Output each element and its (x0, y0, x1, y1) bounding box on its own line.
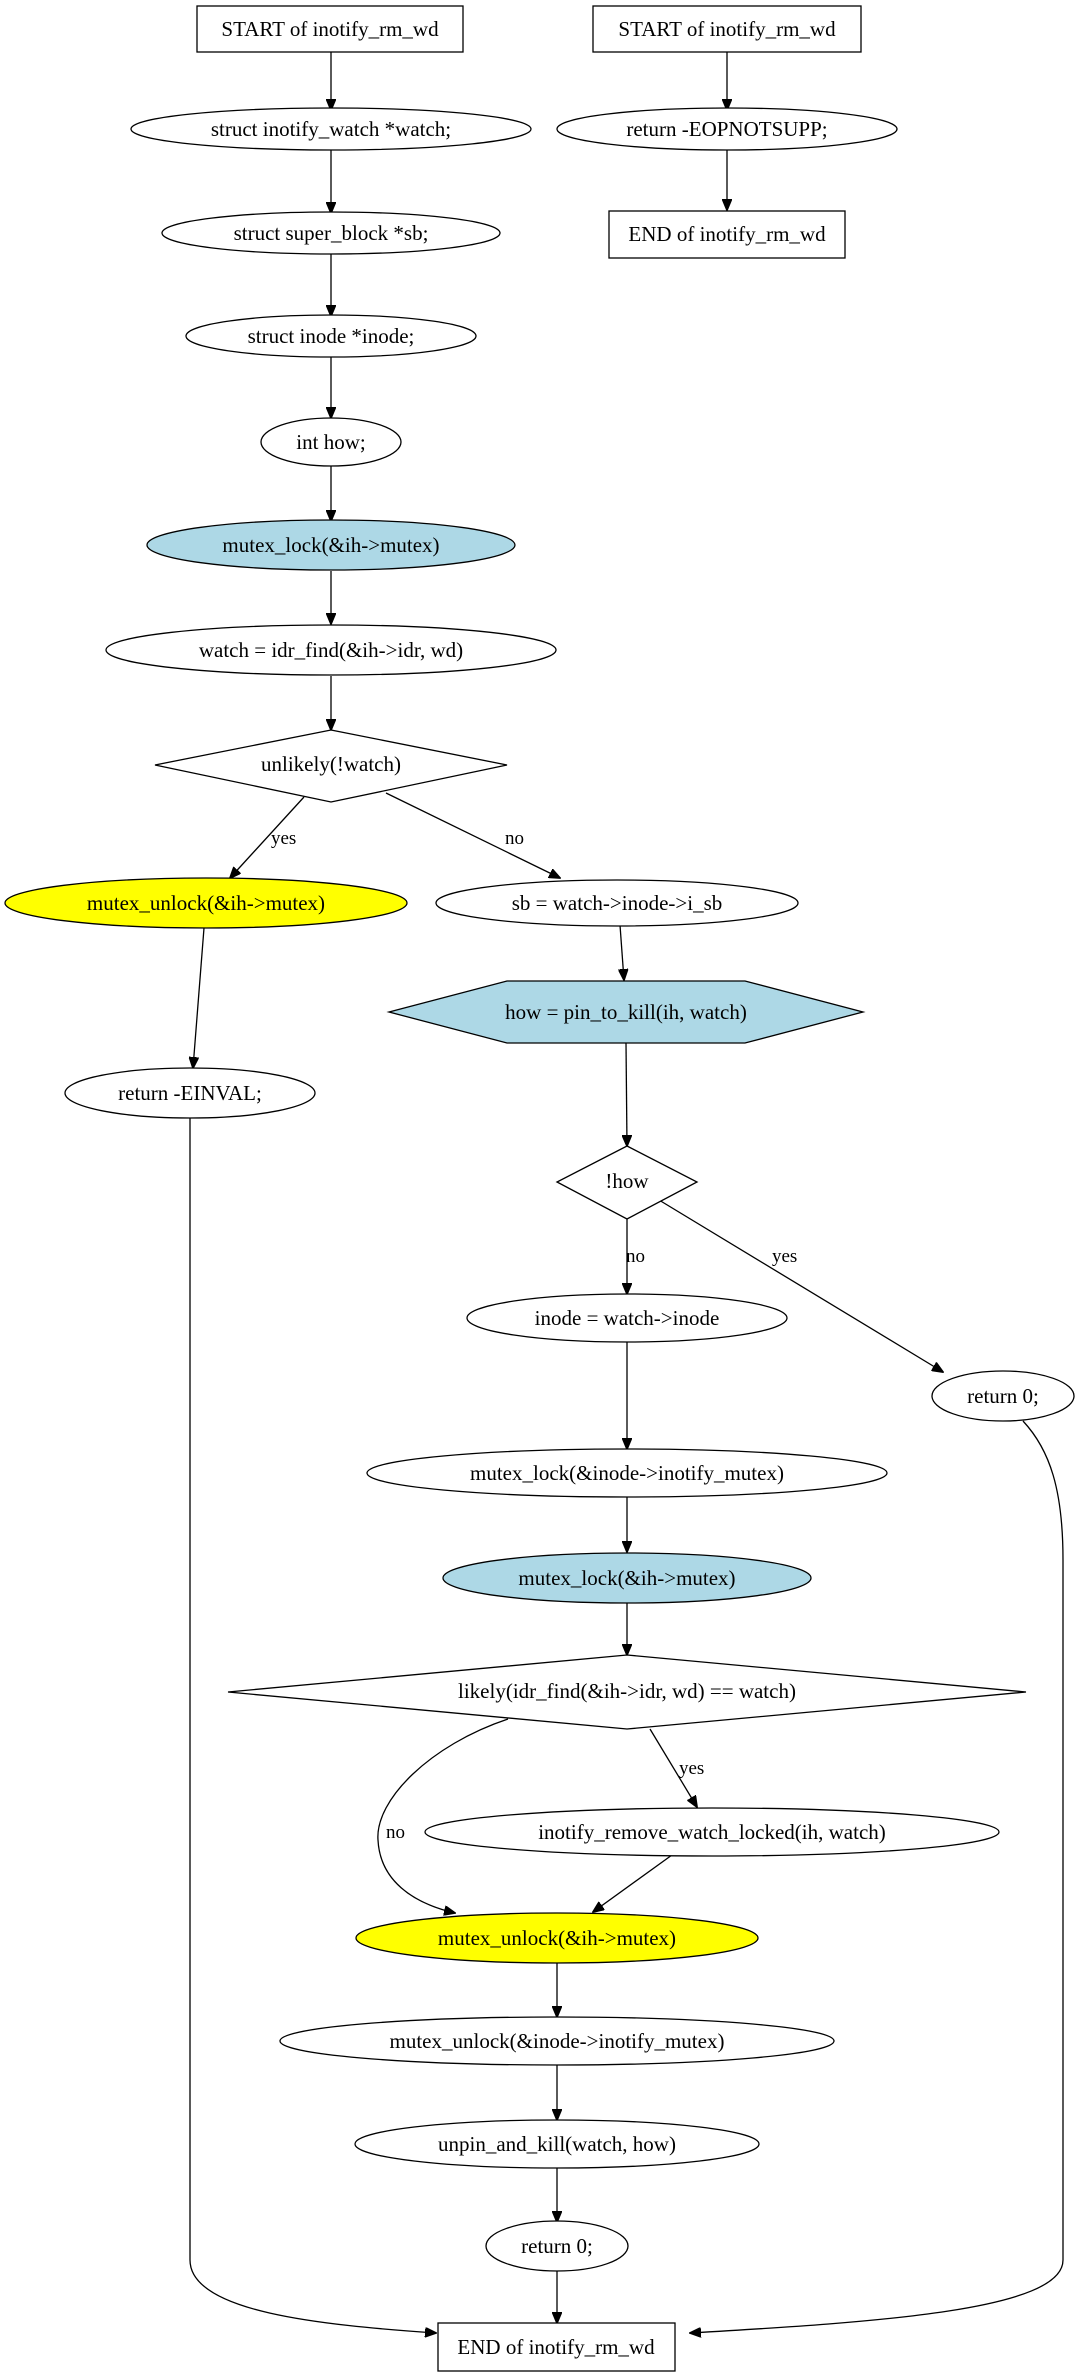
svg-text:unlikely(!watch): unlikely(!watch) (261, 752, 401, 776)
mutex-lock-ih-node-2: mutex_lock(&ih->mutex) (442, 1552, 812, 1604)
svg-text:END of inotify_rm_wd: END of inotify_rm_wd (457, 2335, 655, 2359)
decl-inode-node: struct inode *inode; (185, 314, 477, 358)
svg-text:!how: !how (605, 1169, 649, 1193)
edge-labels: yes no no yes yes no (271, 828, 797, 1843)
edge-unlikely-yes (230, 796, 305, 878)
svg-text:return -EOPNOTSUPP;: return -EOPNOTSUPP; (626, 117, 827, 141)
svg-text:watch = idr_find(&ih->idr, wd): watch = idr_find(&ih->idr, wd) (199, 638, 463, 662)
return-0-node-a: return 0; (931, 1370, 1075, 1422)
cond-how-node: !how (555, 1145, 699, 1220)
edge-likely-yes (649, 1728, 697, 1807)
svg-text:return -EINVAL;: return -EINVAL; (118, 1081, 262, 1105)
svg-text:mutex_lock(&inode->inotify_mut: mutex_lock(&inode->inotify_mutex) (470, 1461, 784, 1485)
edge-label-unlikely-no: no (505, 828, 524, 849)
edge-label-likely-yes: yes (679, 1758, 704, 1779)
decl-sb-node: struct super_block *sb; (161, 211, 501, 255)
edges (189, 52, 1064, 2333)
svg-text:mutex_lock(&ih->mutex): mutex_lock(&ih->mutex) (518, 1566, 735, 1590)
svg-text:sb = watch->inode->i_sb: sb = watch->inode->i_sb (512, 891, 723, 915)
mutex-lock-ih-node-1: mutex_lock(&ih->mutex) (146, 519, 516, 571)
decl-watch-node: struct inotify_watch *watch; (130, 107, 532, 151)
assign-inode-node: inode = watch->inode (466, 1293, 788, 1343)
edge-sb-to-pin (620, 924, 624, 980)
mutex-unlock-ih-node-1: mutex_unlock(&ih->mutex) (4, 877, 408, 929)
cond-likely-node: likely(idr_find(&ih->idr, wd) == watch) (227, 1654, 1027, 1730)
svg-text:END of inotify_rm_wd: END of inotify_rm_wd (628, 222, 826, 246)
mutex-unlock-ih-node-2: mutex_unlock(&ih->mutex) (355, 1912, 759, 1964)
remove-watch-node: inotify_remove_watch_locked(ih, watch) (424, 1807, 1000, 1857)
edge-unlock-to-einval (193, 927, 205, 1068)
idr-find-node: watch = idr_find(&ih->idr, wd) (105, 624, 557, 676)
svg-text:mutex_unlock(&ih->mutex): mutex_unlock(&ih->mutex) (438, 1926, 676, 1950)
svg-text:START of inotify_rm_wd: START of inotify_rm_wd (618, 17, 836, 41)
edge-label-likely-no: no (386, 1822, 405, 1843)
edge-how-yes (658, 1199, 943, 1372)
end-node: END of inotify_rm_wd (437, 2322, 676, 2372)
edge-label-how-yes: yes (772, 1246, 797, 1267)
edge-unlikely-no (385, 792, 560, 878)
svg-text:how = pin_to_kill(ih, watch): how = pin_to_kill(ih, watch) (505, 1000, 747, 1024)
return-0-node-b: return 0; (485, 2220, 629, 2272)
return-einval-node: return -EINVAL; (64, 1067, 316, 1119)
svg-text:mutex_unlock(&inode->inotify_m: mutex_unlock(&inode->inotify_mutex) (390, 2029, 725, 2053)
decl-how-node: int how; (260, 417, 402, 467)
mutex-unlock-inotify-node: mutex_unlock(&inode->inotify_mutex) (279, 2016, 835, 2066)
cond-unlikely-node: unlikely(!watch) (154, 729, 508, 803)
assign-sb-node: sb = watch->inode->i_sb (435, 879, 799, 927)
unpin-and-kill-node: unpin_and_kill(watch, how) (354, 2119, 760, 2169)
end-node-b: END of inotify_rm_wd (608, 210, 846, 259)
svg-text:likely(idr_find(&ih->idr, wd): likely(idr_find(&ih->idr, wd) == watch) (458, 1679, 796, 1703)
svg-text:inode = watch->inode: inode = watch->inode (535, 1306, 720, 1330)
start-node: START of inotify_rm_wd (196, 5, 464, 53)
svg-text:return 0;: return 0; (967, 1384, 1039, 1408)
mutex-lock-inotify-node: mutex_lock(&inode->inotify_mutex) (366, 1448, 888, 1498)
edge-label-unlikely-yes: yes (271, 828, 296, 849)
svg-text:unpin_and_kill(watch, how): unpin_and_kill(watch, how) (438, 2132, 676, 2156)
edge-einval-to-end (189, 1117, 436, 2333)
edge-likely-no (377, 1718, 509, 1913)
edge-pin-to-cond-how (626, 1042, 627, 1146)
return-eopnotsupp-node: return -EOPNOTSUPP; (556, 107, 898, 151)
svg-text:struct super_block *sb;: struct super_block *sb; (234, 221, 429, 245)
edge-remove-to-unlock (593, 1854, 673, 1912)
svg-text:mutex_unlock(&ih->mutex): mutex_unlock(&ih->mutex) (87, 891, 325, 915)
svg-text:inotify_remove_watch_locked(ih: inotify_remove_watch_locked(ih, watch) (538, 1820, 886, 1844)
start-node-b: START of inotify_rm_wd (592, 5, 862, 53)
svg-text:struct inode *inode;: struct inode *inode; (248, 324, 415, 348)
svg-text:return 0;: return 0; (521, 2234, 593, 2258)
nodes: START of inotify_rm_wd struct inotify_wa… (4, 5, 1075, 2372)
pin-to-kill-node: how = pin_to_kill(ih, watch) (386, 980, 866, 1044)
svg-text:int how;: int how; (296, 430, 365, 454)
edge-return0a-to-end (690, 1420, 1064, 2333)
edge-label-how-no: no (626, 1246, 645, 1267)
svg-text:struct inotify_watch *watch;: struct inotify_watch *watch; (211, 117, 451, 141)
svg-text:mutex_lock(&ih->mutex): mutex_lock(&ih->mutex) (222, 533, 439, 557)
svg-text:START of inotify_rm_wd: START of inotify_rm_wd (221, 17, 439, 41)
